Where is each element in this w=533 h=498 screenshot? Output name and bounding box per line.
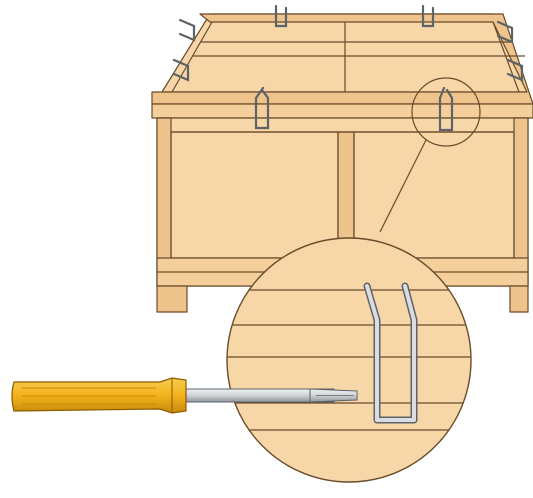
crate-top-rim bbox=[151, 13, 533, 105]
crate-left-foot bbox=[156, 285, 188, 313]
magnified-detail bbox=[226, 237, 472, 483]
crate-right-foot bbox=[509, 285, 529, 313]
magnified-wire-clip bbox=[363, 282, 418, 424]
crate-front-top-board bbox=[151, 103, 533, 119]
detail-highlight-circle bbox=[411, 77, 481, 147]
screwdriver bbox=[11, 377, 358, 414]
detail-connector-line bbox=[379, 139, 427, 233]
crate-clips bbox=[172, 4, 524, 132]
